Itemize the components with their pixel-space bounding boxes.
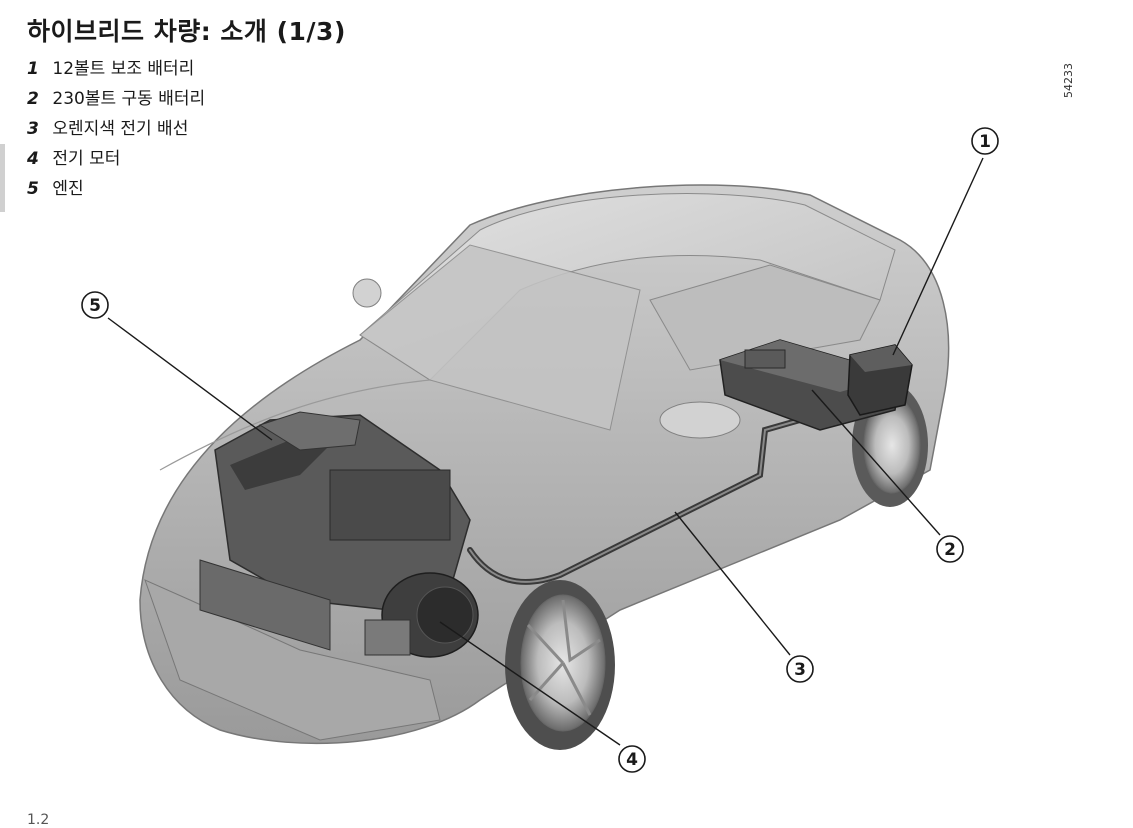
front-wheel [505,580,615,750]
electric-wiring-highlight [469,419,801,583]
callout-number: 3 [794,660,806,680]
legend-number: 4 [27,149,39,169]
callout-number: 2 [944,540,956,560]
side-mirror [659,401,741,439]
callout-2: 2 [936,535,964,563]
callout-1: 1 [971,127,999,155]
legend-label: 엔진 [52,179,84,199]
legend-item: 5 엔진 [27,174,205,204]
legend-item: 3 오렌지색 전기 배선 [27,114,205,144]
legend-label: 오렌지색 전기 배선 [52,119,189,139]
legend-list: 1 12볼트 보조 배터리 2 230볼트 구동 배터리 3 오렌지색 전기 배… [27,54,205,204]
leader-line-3 [674,511,791,656]
legend-number: 2 [27,89,39,109]
windshield [359,244,641,431]
electric-motor [364,572,479,658]
legend-number: 1 [27,59,39,79]
callout-4: 4 [618,745,646,773]
leader-line-2 [811,389,941,536]
legend-number: 3 [27,119,39,139]
leader-line-1 [892,157,984,356]
legend-item: 1 12볼트 보조 배터리 [27,54,205,84]
page-number: 1.2 [27,812,50,828]
callout-5: 5 [81,291,109,319]
engine [199,411,471,651]
hood-line [159,379,431,471]
page-title: 하이브리드 차량: 소개 (1/3) [27,17,346,46]
legend-number: 5 [27,179,39,199]
legend-label: 전기 모터 [52,149,121,169]
callout-number: 1 [979,132,991,152]
legend-item: 2 230볼트 구동 배터리 [27,84,205,114]
left-mirror [352,278,382,308]
callout-number: 5 [89,296,101,316]
callout-3: 3 [786,655,814,683]
leader-line-5 [107,317,273,441]
legend-label: 12볼트 보조 배터리 [52,59,195,79]
side-windows [649,264,881,371]
section-marker-bar [0,144,5,212]
leader-line-4 [439,621,621,746]
legend-item: 4 전기 모터 [27,144,205,174]
callout-number: 4 [626,750,638,770]
car-roof [359,193,896,381]
legend-label: 230볼트 구동 배터리 [52,89,206,109]
auxiliary-battery [847,344,913,416]
